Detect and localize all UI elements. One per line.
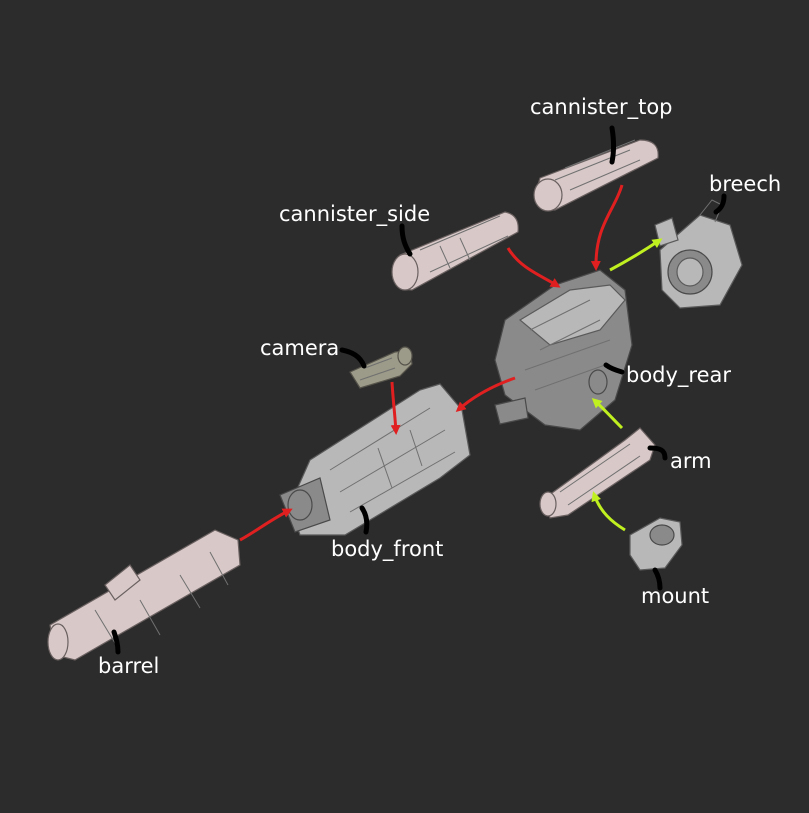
breech-part xyxy=(654,199,743,309)
leader-arm xyxy=(647,445,668,461)
label-body-front: body_front xyxy=(331,537,444,561)
leader-breech xyxy=(713,193,727,215)
label-camera: camera xyxy=(260,336,340,360)
leader-mount xyxy=(652,567,663,591)
leader-camera xyxy=(339,347,367,369)
cannister-side-part xyxy=(391,211,519,291)
arrow-cannister-side-to-body-rear xyxy=(506,247,561,288)
label-arm: arm xyxy=(670,449,712,473)
leader-cannister-side xyxy=(399,223,413,257)
camera-part xyxy=(349,346,413,389)
label-mount: mount xyxy=(641,584,710,608)
arm-part xyxy=(539,427,656,519)
leader-body-front xyxy=(359,505,370,535)
label-cannister-top: cannister_top xyxy=(530,95,673,119)
label-body-rear: body_rear xyxy=(626,363,732,387)
cannister-top-part xyxy=(533,139,659,212)
body-front-part xyxy=(279,383,471,536)
arrow-cannister-top-to-body-rear xyxy=(590,184,624,271)
label-cannister-side: cannister_side xyxy=(279,202,431,226)
body-rear-part xyxy=(494,269,633,431)
arrow-mount-to-arm xyxy=(591,491,626,532)
arrow-body-rear-to-breech xyxy=(609,238,663,272)
barrel-part xyxy=(47,529,241,661)
arrow-arm-to-body-rear xyxy=(591,397,624,430)
arrow-barrel-to-body-front xyxy=(239,508,293,542)
arrow-camera-to-body-front xyxy=(390,381,401,435)
arrow-body-rear-to-body-front xyxy=(455,376,516,412)
mount-part xyxy=(629,517,683,571)
leader-body-rear xyxy=(603,362,625,375)
leader-cannister-top xyxy=(609,125,616,165)
label-barrel: barrel xyxy=(98,654,160,678)
leader-barrel xyxy=(111,629,121,655)
label-breech: breech xyxy=(709,172,782,196)
